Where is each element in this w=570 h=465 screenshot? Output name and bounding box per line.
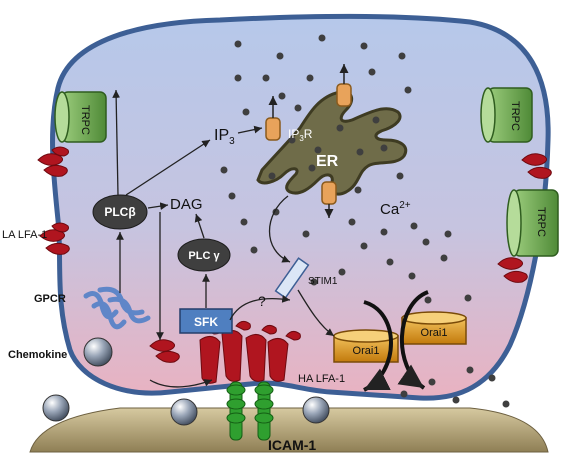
label-chemokine: Chemokine — [8, 349, 67, 361]
gpcr-receptor — [83, 286, 151, 330]
chemokine-ball-4 — [302, 396, 330, 424]
orai1-channel-left — [333, 329, 399, 363]
plc-gamma — [177, 238, 231, 272]
orai1-channel-right — [401, 311, 467, 345]
la-lfa1-cluster-left-bottom — [39, 222, 70, 255]
label-orai1-right: Orai1 — [421, 327, 448, 339]
chemokine-ball-1 — [83, 337, 113, 367]
calcium-ions — [220, 34, 510, 408]
label-trpc-left: TRPC — [79, 105, 91, 135]
label-ip3: IP3 — [214, 127, 235, 147]
label-ha-lfa1: HA LFA-1 — [298, 373, 345, 385]
label-ip3r-sub: 3 — [299, 134, 304, 143]
label-gpcr: GPCR — [34, 293, 66, 305]
label-plc-beta: PLCβ — [104, 205, 135, 219]
plc-beta — [92, 194, 148, 230]
calcium-entry-arrows — [363, 290, 429, 392]
icam1-left — [226, 381, 246, 441]
la-lfa1-cluster-right-bottom — [497, 257, 528, 283]
ip3r-channel-1 — [265, 96, 281, 141]
label-question: ? — [258, 293, 266, 309]
label-dag: DAG — [170, 196, 203, 213]
label-ip3-text: IP — [214, 127, 229, 144]
label-la-lfa1: LA LFA-1 — [2, 229, 47, 241]
chemokine-ball-2 — [42, 394, 70, 422]
chemokine-ball-3 — [170, 398, 198, 426]
trpc-channel-right-bottom — [506, 189, 559, 257]
ip3r-channel-2 — [336, 64, 352, 107]
label-sfk: SFK — [194, 315, 218, 329]
label-ca: Ca2+ — [380, 200, 411, 218]
label-trpc-right-top: TRPC — [509, 101, 521, 131]
la-lfa1-cluster-left-top — [37, 146, 69, 177]
label-er: ER — [316, 153, 339, 170]
label-ca-sup: 2+ — [399, 200, 411, 211]
label-icam1: ICAM-1 — [268, 437, 316, 453]
stim1-bar — [274, 257, 310, 299]
ip3r-channel-3 — [321, 181, 337, 218]
trpc-channel-right-top — [480, 87, 533, 143]
label-ip3r-tail: R — [304, 127, 313, 141]
cell-body — [50, 14, 551, 401]
label-orai1-left: Orai1 — [353, 345, 380, 357]
substrate — [29, 407, 549, 453]
la-lfa1-cluster-right-top — [521, 153, 552, 179]
label-stim1: STIM1 — [308, 276, 338, 287]
label-ip3r-text: IP — [288, 127, 299, 141]
icam1-right — [254, 381, 274, 441]
trpc-channel-left — [54, 91, 107, 143]
label-plc-gamma: PLC γ — [188, 250, 220, 262]
signal-arrows — [112, 89, 335, 388]
label-trpc-right-bottom: TRPC — [535, 207, 547, 237]
sfk-box — [179, 308, 233, 334]
label-ca-text: Ca — [380, 201, 400, 218]
label-ip3-sub: 3 — [229, 136, 235, 147]
lfa1-cluster-mid-left — [149, 339, 180, 363]
label-ip3r: IP3R — [288, 127, 313, 143]
